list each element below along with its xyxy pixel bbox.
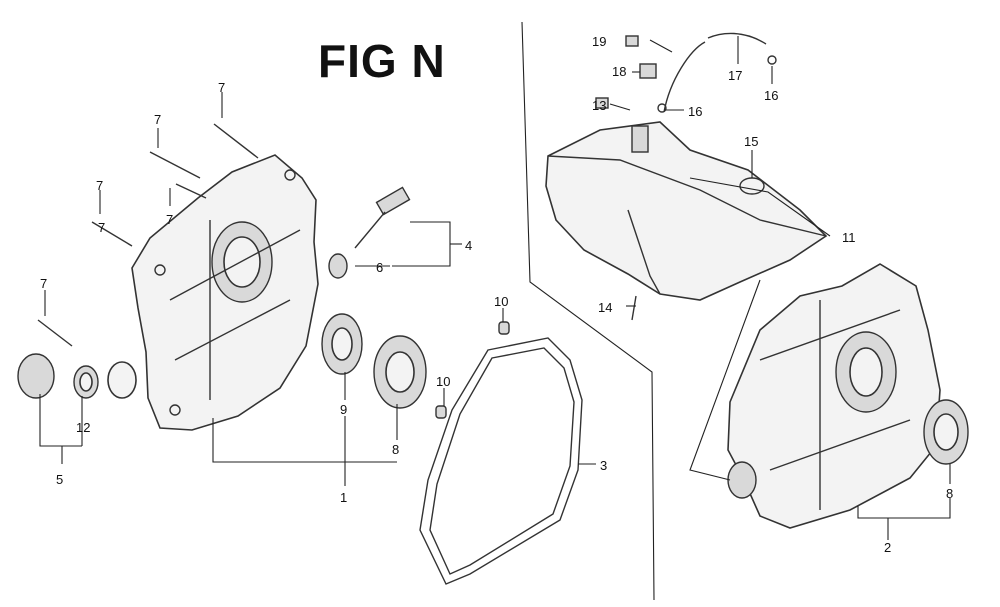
hose-clip-right	[767, 55, 777, 65]
leader-lines	[39, 36, 951, 540]
oil-filler-cap	[354, 186, 411, 249]
breather-hose	[707, 32, 767, 45]
callout-7c: 7	[166, 212, 173, 227]
section-divider	[521, 21, 655, 601]
figure-title: FIG N	[318, 35, 446, 87]
ball-bearing	[373, 335, 427, 409]
callout-1: 1	[340, 490, 347, 505]
callout-18: 18	[612, 64, 626, 79]
tank-bolt-14	[631, 295, 637, 321]
flange-bolts	[37, 123, 259, 347]
callout-8b: 8	[946, 486, 953, 501]
seal-ring	[73, 365, 99, 399]
callout-9: 9	[340, 402, 347, 417]
callout-11: 11	[842, 230, 856, 245]
callout-3: 3	[600, 458, 607, 473]
callout-16b: 16	[764, 88, 778, 103]
callout-12: 12	[76, 420, 90, 435]
callout-14: 14	[598, 300, 612, 315]
callout-10b: 10	[436, 374, 450, 389]
crankcase-bearing	[923, 399, 969, 465]
crankcase-gasket-inner	[429, 347, 575, 575]
dowel-pin-upper	[498, 321, 510, 335]
collar	[17, 353, 55, 399]
callout-7f: 7	[98, 220, 105, 235]
callout-7e: 7	[40, 276, 47, 291]
callout-7b: 7	[154, 112, 161, 127]
callout-7a: 7	[218, 80, 225, 95]
hose-clip-left	[657, 103, 667, 113]
o-ring	[328, 253, 348, 279]
hose-clamp	[639, 63, 657, 79]
callout-2: 2	[884, 540, 891, 555]
dowel-pin-lower	[435, 405, 447, 419]
callout-7d: 7	[96, 178, 103, 193]
callout-5: 5	[56, 472, 63, 487]
callout-6: 6	[376, 260, 383, 275]
callout-4: 4	[465, 238, 472, 253]
callout-19: 19	[592, 34, 606, 49]
crankcase-cover	[131, 154, 319, 431]
oil-seal	[321, 313, 363, 375]
crankcase	[727, 263, 941, 529]
cover-seal-boss	[107, 361, 137, 399]
tank-bolt-13	[595, 97, 609, 109]
crankcase-gasket	[419, 337, 583, 585]
callout-17: 17	[728, 68, 742, 83]
callout-15: 15	[744, 134, 758, 149]
callout-10a: 10	[494, 294, 508, 309]
breather-tube	[663, 41, 706, 113]
callout-8a: 8	[392, 442, 399, 457]
oil-tank	[545, 121, 828, 301]
breather-bolt	[625, 35, 639, 47]
callout-16a: 16	[688, 104, 702, 119]
callout-13: 13	[592, 98, 606, 113]
